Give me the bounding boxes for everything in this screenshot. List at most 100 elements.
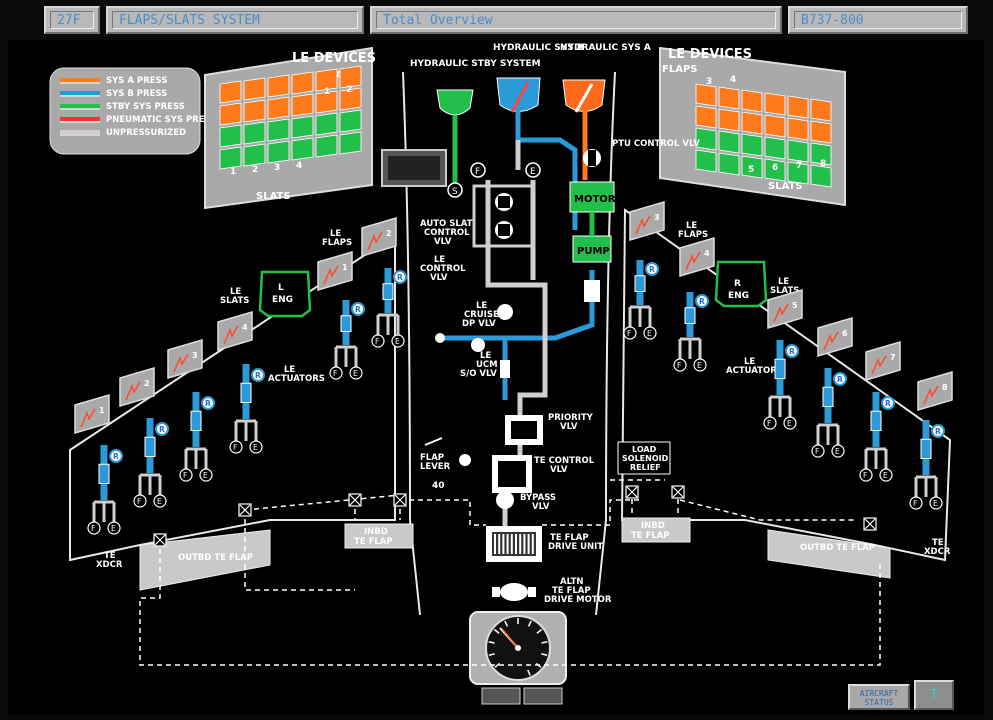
source-node [153, 494, 167, 508]
flap-position-gauge [469, 611, 567, 685]
r-node-label: R [699, 297, 705, 306]
header-cell-seat[interactable]: 27F [44, 6, 100, 34]
le-device-cell [291, 137, 314, 161]
le-device-cell [810, 98, 832, 122]
le-device-cell [339, 87, 362, 111]
drive-tooth [498, 534, 501, 554]
le-device-cell [810, 164, 832, 188]
le-device-cell [718, 152, 740, 176]
source-node-label: F [375, 337, 379, 346]
source-node-label: E [353, 369, 358, 378]
le-device-cell [764, 92, 786, 116]
le-surface-number: 1 [342, 263, 348, 272]
source-node [783, 416, 797, 430]
le-device-cell [787, 95, 809, 119]
r-node [833, 372, 847, 386]
pneumatic-heat-mark [923, 385, 939, 405]
le-slat-number: 4 [296, 161, 302, 171]
left-wing-outline [69, 233, 396, 562]
source-node [859, 468, 873, 482]
source-node-label: F [183, 471, 187, 480]
source-node-label: E [933, 499, 938, 508]
actuator-lines-gray [628, 305, 652, 327]
source-node [249, 440, 263, 454]
source-node-label: E [157, 497, 162, 506]
inbd-te-flap-right: INBD TE FLAP [621, 517, 691, 543]
legend-label: STBY SYS PRESS [106, 102, 185, 112]
gauge-btn-left[interactable] [481, 687, 521, 705]
drive-tooth [494, 534, 496, 554]
le-device-cell [219, 102, 242, 126]
source-node-label: E [787, 419, 792, 428]
source-node [879, 468, 893, 482]
pneumatic-heat-mark [685, 251, 701, 271]
seat-label: 27F [50, 11, 94, 29]
header-cell-system[interactable]: FLAPS/SLATS SYSTEM [106, 6, 364, 34]
source-node-label: F [627, 329, 631, 338]
actuator-cylinder [822, 386, 834, 407]
actuator-cylinder [144, 436, 156, 457]
le-device-cell [291, 71, 314, 95]
le-device-cell [695, 127, 717, 151]
le-surface-number: 5 [792, 301, 798, 310]
source-node [811, 444, 825, 458]
aircraft-status-button[interactable]: AIRCRAFT STATUS [848, 684, 910, 710]
source-node [909, 496, 923, 510]
pneumatic-heat-mark [323, 265, 339, 285]
r-node [695, 294, 709, 308]
stby-s-node [447, 182, 463, 198]
actuator-cylinder [684, 307, 696, 324]
svg-text:INBD: INBD [364, 527, 388, 537]
flap-lever-value: 40 [432, 481, 445, 491]
aircraft-label: B737-800 [794, 11, 962, 29]
source-node [179, 468, 193, 482]
header-cell-view[interactable]: Total Overview [370, 6, 782, 34]
pneumatic-heat-mark [635, 215, 651, 235]
le-device-cell [810, 120, 832, 144]
source-node-label: E [203, 471, 208, 480]
hyd-sysa-label: HYDRAULIC SYS A [560, 43, 651, 53]
ptu-label: PTU CONTROL VLV [612, 139, 700, 149]
actuator-cylinder [98, 463, 110, 484]
drive-tooth [527, 534, 530, 554]
le-device-cell [315, 90, 338, 114]
actuator-cylinder [920, 438, 932, 459]
source-node [229, 440, 243, 454]
le-device-cell [787, 139, 809, 163]
junction-cross [672, 486, 684, 498]
source-node-label: F [233, 443, 237, 452]
gauge-btn-right[interactable] [523, 687, 563, 705]
r-node-label: R [397, 273, 403, 282]
t-button[interactable]: T [914, 680, 954, 710]
le-flap-number: 4 [730, 75, 736, 85]
le-device-cell [315, 134, 338, 158]
outbd-te-flap-right: OUTBD TE FLAP [767, 529, 891, 579]
view-label: Total Overview [376, 11, 776, 29]
actuator-cylinder [190, 410, 202, 431]
source-node-label: F [137, 497, 141, 506]
r-node-label: R [159, 425, 165, 434]
source-node [199, 468, 213, 482]
system-label: FLAPS/SLATS SYSTEM [112, 11, 358, 29]
right-wing-outline [620, 208, 952, 562]
svg-text:INBD: INBD [641, 521, 665, 531]
svg-text:OUTBD TE FLAP: OUTBD TE FLAP [800, 543, 875, 553]
le-device-cell [267, 118, 290, 142]
header-cell-aircraft[interactable]: B737-800 [788, 6, 968, 34]
gauge-tick [536, 628, 543, 634]
le-device-cell [339, 65, 362, 89]
source-node-label: F [767, 419, 771, 428]
drive-tooth [523, 534, 526, 554]
le-device-cell [741, 133, 763, 157]
le-device-cell [219, 146, 242, 170]
source-node-label: E [111, 524, 116, 533]
svg-text:S: S [452, 187, 458, 197]
r-node-label: R [649, 265, 655, 274]
le-device-cell [695, 105, 717, 129]
le-devices-right-flaps: FLAPS [662, 64, 697, 75]
